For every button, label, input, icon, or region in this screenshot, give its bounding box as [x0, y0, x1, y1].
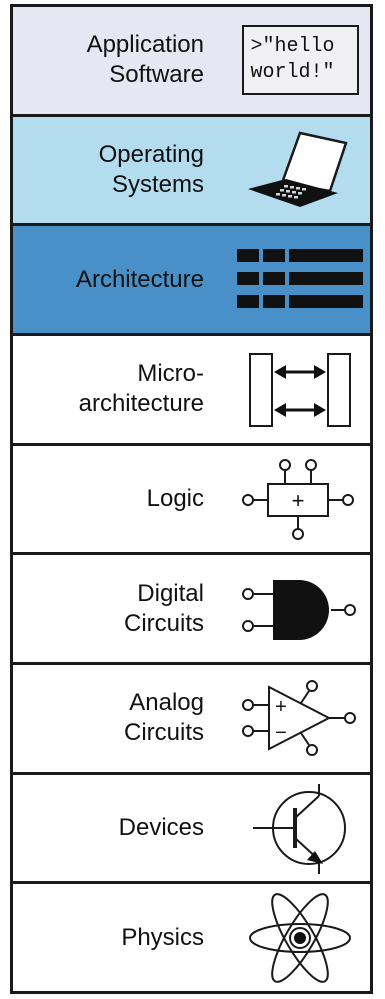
layer-analog-circuits: Analog Circuits + −	[13, 665, 370, 775]
layer-label: Architecture	[75, 265, 204, 293]
layer-label: Micro- architecture	[78, 360, 204, 418]
layer-architecture: Architecture	[13, 226, 370, 337]
layer-label: Analog Circuits	[123, 689, 204, 747]
layer-label: Digital Circuits	[123, 579, 204, 637]
op-amp-plus-symbol: +	[275, 696, 287, 718]
layer-logic: Logic +	[13, 445, 370, 556]
layer-label: Devices	[118, 814, 204, 842]
transistor-icon	[235, 775, 365, 882]
layer-microarchitecture: Micro- architecture	[13, 336, 370, 446]
layer-label: Application Software	[86, 31, 204, 89]
atom-icon	[235, 884, 365, 991]
layer-digital-circuits: Digital Circuits	[13, 555, 370, 666]
instruction-format-icon	[235, 226, 365, 333]
and-gate-icon	[235, 555, 365, 662]
op-amp-icon: + −	[235, 665, 365, 772]
adder-block-icon: +	[235, 446, 365, 553]
layer-operating-systems: Operating Systems	[13, 116, 370, 227]
code-line-1: >"hello	[250, 35, 335, 59]
layer-physics: Physics	[13, 884, 370, 992]
laptop-icon	[235, 117, 365, 224]
op-amp-minus-symbol: −	[275, 722, 287, 744]
datapath-arrows-icon	[235, 336, 365, 443]
layer-devices: Devices	[13, 774, 370, 885]
layer-label: Logic	[146, 485, 204, 513]
layer-label: Operating Systems	[98, 141, 204, 198]
code-line-2: world!"	[250, 61, 335, 85]
plus-symbol: +	[292, 488, 305, 513]
layer-label: Physics	[121, 923, 204, 951]
